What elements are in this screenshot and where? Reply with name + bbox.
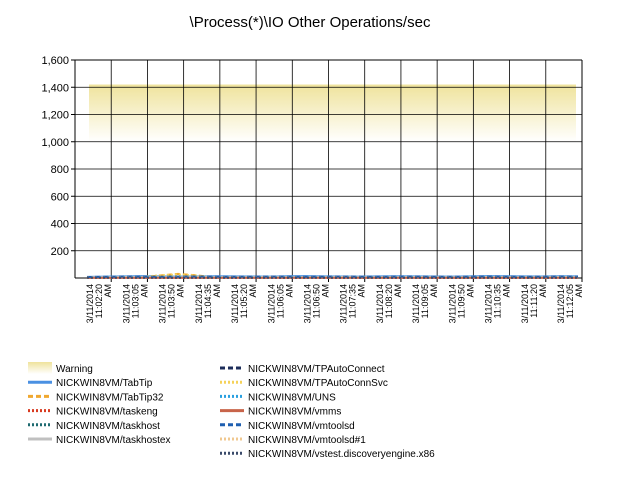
x-tick-label: 11:05:20 bbox=[239, 284, 249, 318]
x-tick-label: 11:02:20 bbox=[94, 284, 104, 318]
y-tick-label: 1,000 bbox=[41, 137, 69, 149]
x-tick-label: 11:11:20 bbox=[529, 284, 539, 318]
x-tick-label: AM bbox=[465, 284, 475, 298]
legend-label: NICKWIN8VM/vmms bbox=[248, 407, 341, 418]
x-tick-label: 11:06:50 bbox=[312, 284, 322, 318]
x-tick-label: 11:09:05 bbox=[420, 284, 430, 318]
x-tick-label: AM bbox=[357, 284, 367, 298]
x-tick-label: 3/11/2014 bbox=[556, 284, 566, 323]
x-tick-label: 3/11/2014 bbox=[85, 284, 95, 323]
x-tick-label: 11:07:35 bbox=[348, 284, 358, 318]
y-tick-label: 800 bbox=[51, 164, 69, 176]
x-tick-label: 3/11/2014 bbox=[158, 284, 168, 323]
legend-label: NICKWIN8VM/taskeng bbox=[56, 407, 158, 418]
x-tick-label: 3/11/2014 bbox=[447, 284, 457, 323]
x-tick-label: 11:04:35 bbox=[203, 284, 213, 318]
legend-label: NICKWIN8VM/TPAutoConnSvc bbox=[248, 378, 388, 389]
x-tick-label: 3/11/2014 bbox=[121, 284, 131, 323]
x-tick-label: AM bbox=[103, 284, 113, 298]
legend-label: NICKWIN8VM/UNS bbox=[248, 392, 336, 403]
warning-band bbox=[89, 84, 576, 142]
x-tick-label: AM bbox=[429, 284, 439, 298]
x-tick-label: AM bbox=[248, 284, 258, 298]
legend-label: NICKWIN8VM/vmtoolsd bbox=[248, 421, 355, 432]
x-tick-label: 3/11/2014 bbox=[411, 284, 421, 323]
legend-label: NICKWIN8VM/TabTip32 bbox=[56, 392, 164, 403]
x-tick-label: AM bbox=[538, 284, 548, 298]
x-tick-label: 3/11/2014 bbox=[520, 284, 530, 323]
legend-label: NICKWIN8VM/vstest.discoveryengine.x86 bbox=[248, 449, 435, 460]
x-tick-label: 3/11/2014 bbox=[230, 284, 240, 323]
legend-label: NICKWIN8VM/vmtoolsd#1 bbox=[248, 435, 366, 446]
x-tick-label: 3/11/2014 bbox=[266, 284, 276, 323]
y-tick-label: 1,600 bbox=[41, 55, 69, 67]
x-tick-label: AM bbox=[393, 284, 403, 298]
y-tick-label: 1,200 bbox=[41, 110, 69, 122]
x-tick-label: 3/11/2014 bbox=[303, 284, 313, 323]
y-tick-label: 400 bbox=[51, 219, 69, 231]
x-tick-label: 3/11/2014 bbox=[375, 284, 385, 323]
y-tick-label: 600 bbox=[51, 191, 69, 203]
legend-swatch-warning bbox=[28, 362, 52, 374]
x-tick-label: AM bbox=[574, 284, 584, 298]
x-tick-label: AM bbox=[321, 284, 331, 298]
x-tick-label: 11:03:05 bbox=[130, 284, 140, 318]
x-tick-label: 11:06:05 bbox=[275, 284, 285, 318]
x-tick-label: 11:09:50 bbox=[456, 284, 466, 318]
x-tick-label: 11:12:05 bbox=[565, 284, 575, 318]
x-tick-label: 11:10:35 bbox=[493, 284, 503, 318]
y-tick-label: 200 bbox=[51, 246, 69, 258]
x-tick-label: 11:03:50 bbox=[167, 284, 177, 318]
legend-label: NICKWIN8VM/taskhostex bbox=[56, 435, 170, 446]
x-tick-label: AM bbox=[212, 284, 222, 298]
legend-label: Warning bbox=[56, 364, 93, 375]
x-tick-label: AM bbox=[502, 284, 512, 298]
legend-label: NICKWIN8VM/taskhost bbox=[56, 421, 160, 432]
x-tick-label: AM bbox=[176, 284, 186, 298]
legend-label: NICKWIN8VM/TabTip bbox=[56, 378, 153, 389]
x-tick-label: 3/11/2014 bbox=[194, 284, 204, 323]
chart-title: \Process(*)\IO Other Operations/sec bbox=[190, 14, 431, 31]
y-tick-label: 1,400 bbox=[41, 82, 69, 94]
x-tick-label: AM bbox=[139, 284, 149, 298]
x-tick-label: 3/11/2014 bbox=[339, 284, 349, 323]
x-tick-label: AM bbox=[284, 284, 294, 298]
x-tick-label: 3/11/2014 bbox=[484, 284, 494, 323]
legend-label: NICKWIN8VM/TPAutoConnect bbox=[248, 364, 385, 375]
x-tick-label: 11:08:20 bbox=[384, 284, 394, 318]
